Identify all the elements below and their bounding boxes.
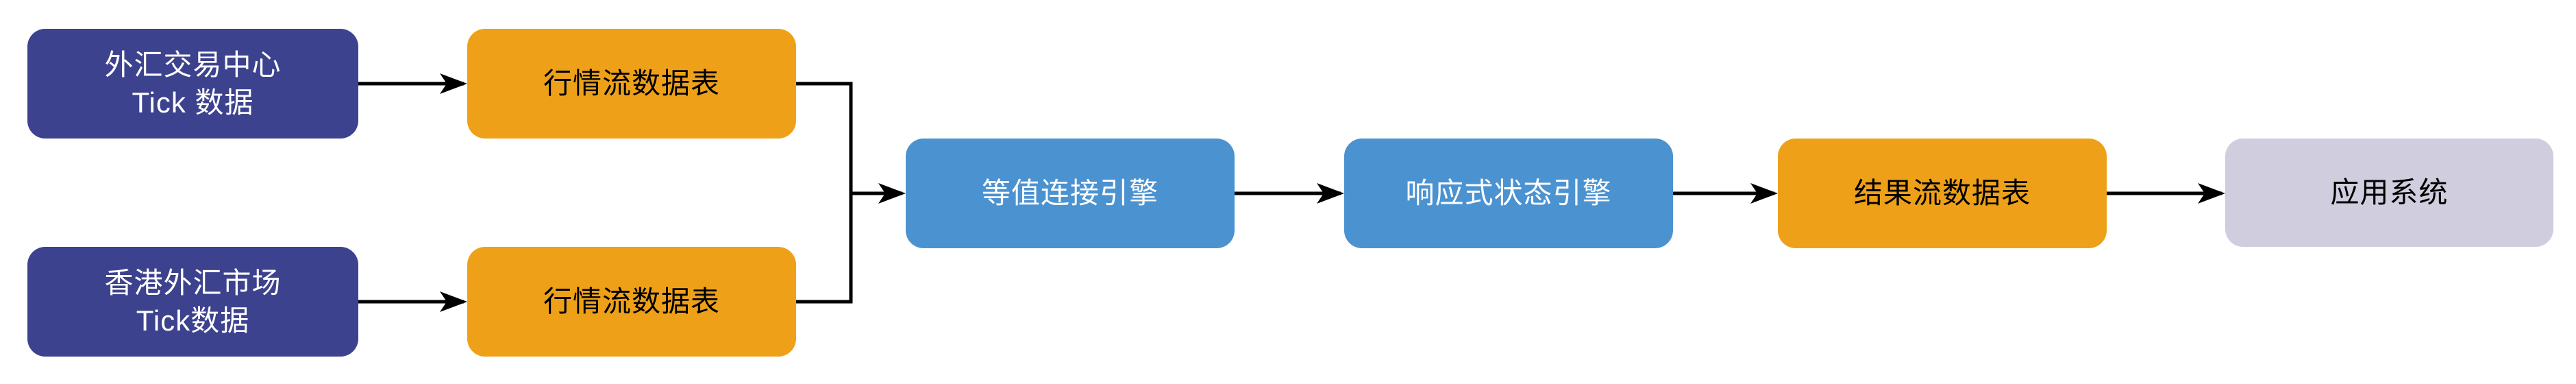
node-label-line: 响应式状态引擎 [1405,177,1612,210]
node-quote-stream-table-bottom: 行情流数据表 [467,247,796,357]
node-label-line: 外汇交易中心 [104,48,282,81]
node-reactive-state-engine: 响应式状态引擎 [1344,139,1673,248]
node-label-line: 等值连接引擎 [981,177,1159,210]
node-label-line: 行情流数据表 [543,67,720,100]
node-label-line: 行情流数据表 [543,285,720,318]
node-label-line: 香港外汇市场 [104,266,282,299]
node-quote-stream-table-top: 行情流数据表 [467,29,796,139]
node-label-line: Tick 数据 [132,86,254,119]
node-equi-join-engine: 等值连接引擎 [906,139,1235,248]
node-application-system: 应用系统 [2225,139,2553,247]
connector-quote-table-top-to-junction [796,82,853,193]
node-result-stream-table: 结果流数据表 [1778,139,2107,248]
node-hk-fx-market-tick-data: 香港外汇市场 Tick数据 [27,247,358,357]
connector-quote-table-bottom-to-junction [796,193,853,304]
node-label-line: 应用系统 [2330,176,2449,209]
node-label-line: Tick数据 [136,304,250,337]
node-label-line: 结果流数据表 [1853,177,2031,210]
node-cfets-tick-data: 外汇交易中心 Tick 数据 [27,29,358,139]
